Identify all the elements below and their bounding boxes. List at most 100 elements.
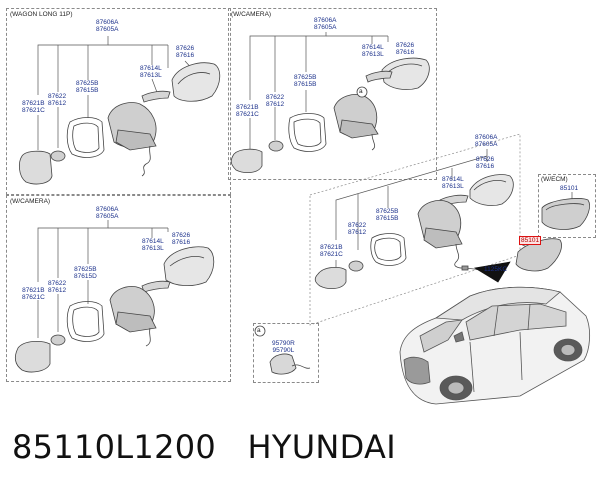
panel-title-ecm: (W/ECM) <box>541 176 568 183</box>
part-label-repeater-lamp: 87614L 87613L <box>362 44 384 58</box>
leader-line <box>335 149 488 240</box>
part-label-side-lamp: 87622 87612 <box>266 94 285 108</box>
mounting-bolt <box>461 265 469 271</box>
mirror-glass <box>230 148 263 174</box>
wagon-parts <box>18 62 221 185</box>
mirror-cover <box>171 62 221 102</box>
mirror-cover <box>469 174 514 206</box>
mirror-cover-inner <box>177 72 211 85</box>
part-label-repeater-lamp: 87614L 87613L <box>140 65 162 79</box>
part-number: 85110L1200 <box>12 428 217 466</box>
mirror-bracket <box>115 311 157 333</box>
mirror-bracket <box>115 129 157 151</box>
part-label-housing: 87625B 87615D <box>74 266 97 280</box>
mirror-wiring <box>371 133 376 151</box>
main-parts <box>314 174 562 290</box>
part-label-housing: 87625B 87615B <box>294 74 317 88</box>
mirror-housing-frame-inner <box>374 237 402 261</box>
part-label-mirror-glass: 87621B 87621C <box>22 100 45 114</box>
location-pointer <box>474 261 511 283</box>
side-repeater-lamp <box>141 280 171 293</box>
panel-wagon-long <box>6 8 231 195</box>
mirror-wiring <box>454 243 463 269</box>
ecm-parts <box>541 198 590 230</box>
part-label-ecm-mirror: 85101 <box>560 185 579 192</box>
leader-line <box>37 220 109 282</box>
panel-camera-top <box>228 8 437 180</box>
part-label-mirror-glass: 87621B 87621C <box>320 244 343 258</box>
vehicle-rear-wheel-rim <box>560 344 576 356</box>
part-label-cover-assembly: 87606A 87605A <box>314 17 337 31</box>
mirror-housing-frame <box>66 301 105 342</box>
panel-title-camera-bottom: (W/CAMERA) <box>10 198 51 205</box>
side-repeater-lamp <box>141 90 171 103</box>
camera-module <box>269 353 297 375</box>
part-label-scalp: 87626 87616 <box>476 156 495 170</box>
part-label-mirror-glass: 87621B 87621C <box>22 287 45 301</box>
part-label-bolt: 1125KC <box>484 266 508 273</box>
part-label-side-lamp: 87622 87612 <box>348 222 367 236</box>
mirror-housing-frame <box>370 233 407 266</box>
part-label-side-lamp: 87622 87612 <box>48 93 67 107</box>
mirror-cover-inner <box>169 256 205 267</box>
vehicle-window-pillar <box>527 303 531 331</box>
leader-line <box>37 36 109 95</box>
mirror-housing-frame-inner <box>293 118 322 147</box>
mirror-cover <box>381 57 430 90</box>
part-label-housing: 87625B 87615B <box>376 208 399 222</box>
side-repeater-lamp <box>365 70 393 83</box>
mirror-glass <box>18 150 53 185</box>
side-lamp <box>50 150 66 162</box>
panel-camera-bottom <box>6 195 231 382</box>
vehicle-front-wheel-rim <box>447 381 465 395</box>
vehicle-window-pillar <box>493 305 499 337</box>
mirror-housing-frame <box>66 117 105 158</box>
detail-a-parts <box>254 325 311 375</box>
vehicle-side-mirror <box>453 331 465 343</box>
part-label-scalp: 87626 87616 <box>176 45 195 59</box>
camera-bottom-parts <box>14 246 215 373</box>
part-label-scalp: 87626 87616 <box>172 232 191 246</box>
mirror-cover-inner <box>387 63 423 73</box>
part-label-repeater-lamp: 87614L 87613L <box>142 238 164 252</box>
mirror-housing-frame-inner <box>72 122 100 153</box>
part-number-caption: 85110L1200 HYUNDAI <box>12 428 396 466</box>
mirror-wiring <box>141 145 151 177</box>
vehicle-roof <box>434 286 561 321</box>
vehicle-front-grille <box>403 356 431 385</box>
vehicle-windshield <box>419 319 463 353</box>
panel-ecm <box>538 174 596 238</box>
ecm-inner-mirror <box>541 198 590 230</box>
part-label-cover-assembly: 87606A 87605A <box>96 19 119 33</box>
part-label-scalp: 87626 87616 <box>396 42 415 56</box>
part-label-housing: 87625B 87615B <box>76 80 99 94</box>
part-label-cover-assembly: 87606A 87605A <box>96 206 119 220</box>
part-label-side-lamp: 87622 87612 <box>48 280 67 294</box>
mirror-housing-frame-inner <box>72 306 100 337</box>
mirror-bracket <box>423 227 463 249</box>
side-lamp <box>268 140 284 152</box>
part-label-mirror-glass: 87621B 87621C <box>236 104 259 118</box>
mirror-cover-inner <box>473 180 507 191</box>
camera-wire <box>291 364 311 369</box>
mirror-housing-frame <box>288 113 327 152</box>
panel-title-wagon: (WAGON LONG 11P) <box>10 11 73 18</box>
mirror-cover <box>163 246 215 286</box>
part-label-repeater-lamp: 87614L 87613L <box>442 176 464 190</box>
main-panel-frame <box>309 133 521 326</box>
detail-callout-circle <box>254 325 266 337</box>
camera-top-parts <box>230 57 430 174</box>
mirror-glass <box>14 340 51 373</box>
part-label-camera: 95790R 95790L <box>272 340 295 354</box>
mirror-bracket <box>339 119 379 139</box>
panel-detail-a <box>253 323 319 383</box>
part-label-inner-mirror-highlighted: 85101 <box>519 236 542 245</box>
side-lamp <box>348 260 364 272</box>
vehicle-illustration <box>399 286 590 405</box>
panel-title-camera-top: (W/CAMERA) <box>231 11 272 18</box>
mirror-wiring <box>145 327 151 347</box>
leader-line <box>249 32 327 100</box>
part-label-cover-assembly: 87606A 87605A <box>475 134 498 148</box>
camera-callout-letter: a <box>359 88 363 95</box>
